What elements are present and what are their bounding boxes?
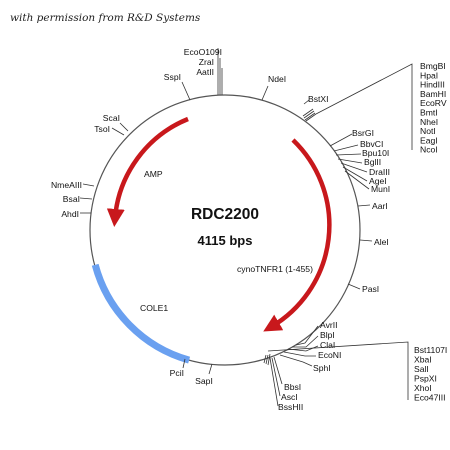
bstxi-leader [303,99,310,105]
amp-label: AMP [144,169,163,179]
mcs-upper-site-6: BmtI [420,108,438,118]
avrii-leader [295,325,319,346]
bbsi-site: BbsI [284,382,301,392]
pcii-site: PciI [170,368,184,378]
aatii-site: AatII [196,67,214,77]
bbvci-leader [333,144,359,152]
ndei-site: NdeI [268,74,286,84]
scai-leader [119,122,129,132]
mcs-upper-site-4: BamHI [420,89,446,99]
sspi-site: SspI [164,72,181,82]
mcs-lower-site-2: XbaI [414,355,432,365]
agei-site: AgeI [369,176,387,186]
bglii-site: BglII [364,157,381,167]
muni-site: MunI [371,184,390,194]
mcs-upper-site-10: NcoI [420,145,438,155]
mcs-upper-site-2: HpaI [420,70,438,80]
mcs-upper-site-1: BmgBI [420,61,446,71]
psai-site: PasI [362,284,379,294]
cynotnfr1-label: cynoTNFR1 (1-455) [237,264,313,274]
nmeaiii-leader [82,183,95,187]
mcs-lower-bracket [267,341,409,400]
tsoi-site: TsoI [94,124,110,134]
mcs-upper-site-9: EagI [420,135,438,145]
agei-leader [342,166,368,182]
bsshii-leader [269,357,279,407]
mcs-lower-site-6: Eco47III [414,393,446,403]
muni-leader [344,170,370,190]
bpu10i-site: Bpu10I [362,148,389,158]
blpi-leader [292,335,319,348]
bglii-leader [337,158,363,164]
clai-site: ClaI [320,340,335,350]
mcs-lower-site-4: PspXI [414,374,437,384]
alei-site: AleI [374,237,389,247]
drai-site: DraIII [369,167,390,177]
avrii-site: AvrII [320,320,338,330]
bstxi-site: BstXI [308,94,329,104]
bsshii-site: BssHII [278,402,303,412]
ecoo109i-site: EcoO109I [184,47,222,57]
pcii-leader [182,358,186,369]
cynotnfr1-arrow [263,138,332,332]
sspi-leader [181,81,191,101]
bbsi-leader [273,356,283,385]
sapi-site: SapI [195,376,213,386]
sphi-site: SphI [313,363,331,373]
bbvci-site: BbvCI [360,139,383,149]
amp-arrow [106,116,189,227]
bsai-site: BsaI [63,194,80,204]
mcs-lower-site-1: Bst1107I [414,345,447,355]
nmeaiii-site: NmeAIII [51,180,82,190]
aari-leader [357,204,371,207]
mcs-lower-ticks [263,353,271,366]
mcs-lower-site-3: SalI [414,364,429,374]
mcs-upper-site-7: NheI [420,117,438,127]
mcs-upper-site-8: NotI [420,126,436,136]
sphi-leader [279,354,313,367]
asci-leader [271,357,281,397]
mcs-upper-site-5: EcoRV [420,98,447,108]
bpu10i-leader [335,153,362,156]
psai-leader [347,283,361,290]
bsai-leader [79,197,93,200]
alei-leader [359,239,373,242]
scai-site: ScaI [103,113,120,123]
zrai-site: ZraI [199,57,214,67]
cole1-label: COLE1 [140,303,168,313]
aari-site: AarI [372,201,388,211]
permission-credit: with permission from R&D Systems [10,12,201,24]
ndei-leader [261,85,269,101]
mcs-upper-ticks [302,108,317,122]
plasmid-name: RDC2200 [191,206,259,223]
plasmid-size: 4115 bps [198,233,253,248]
bsrgi-site: BsrGI [352,128,374,138]
tsoi-leader [111,127,125,136]
cole1-feature [91,263,191,364]
asci-site: AscI [281,392,298,402]
mcs-upper-bracket [315,63,413,150]
bsrgi-leader [329,133,353,147]
econi-leader [283,351,316,357]
drai-leader [340,162,368,173]
ahdi-site: AhdI [61,209,79,219]
blpi-site: BlpI [320,330,335,340]
mcs-lower-site-5: XhoI [414,383,432,393]
sapi-leader [208,363,213,375]
plasmid-backbone [89,94,361,366]
mcs-upper-site-3: HindIII [420,80,445,90]
econi-site: EcoNI [318,350,341,360]
